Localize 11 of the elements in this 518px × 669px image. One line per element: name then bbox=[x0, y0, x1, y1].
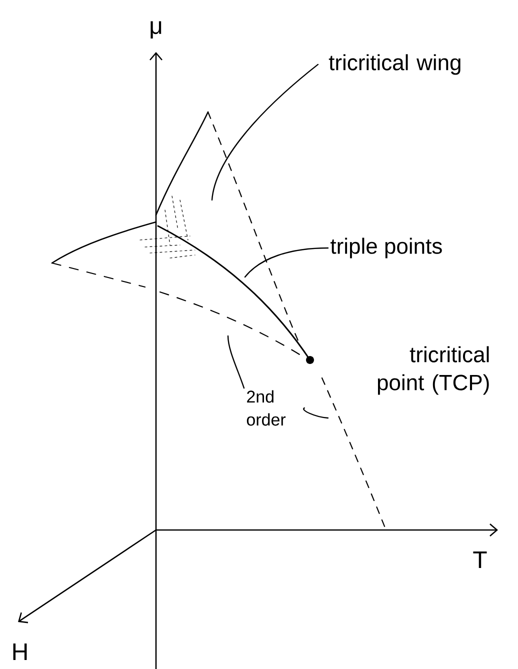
annotation-text: tricritical wing bbox=[328, 54, 460, 75]
axis-label: μ bbox=[150, 21, 162, 38]
axis-label: T bbox=[473, 552, 487, 568]
annotation-text: 2nd order bbox=[246, 390, 286, 426]
annotation-text: triple points bbox=[330, 238, 442, 258]
annotation-text: tricritical point (TCP) bbox=[378, 346, 489, 395]
leader-line bbox=[211, 64, 319, 201]
leader-line bbox=[227, 335, 245, 389]
leader-line bbox=[244, 247, 329, 278]
axis-label: H bbox=[13, 644, 27, 660]
leader-line bbox=[303, 407, 329, 419]
